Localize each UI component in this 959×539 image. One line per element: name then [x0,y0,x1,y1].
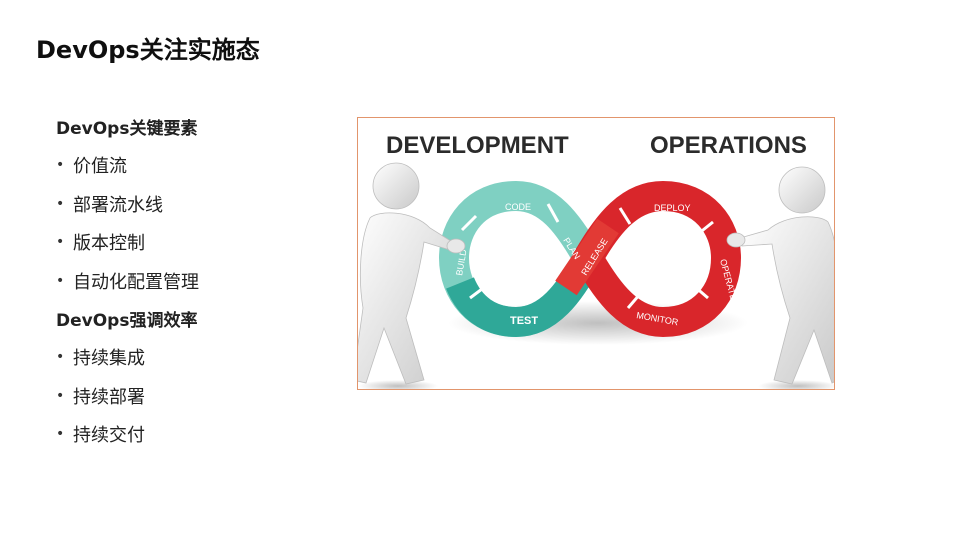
development-title: DEVELOPMENT [386,132,569,159]
ops-arrow-divider [626,293,642,309]
content-list: DevOps关键要素 • 价值流 • 部署流水线 • 版本控制 • 自动化配置管理 De… [56,115,336,461]
release-band [555,218,619,296]
left-person-figure [358,162,466,389]
list-item: • 自动化配置管理 [56,269,336,308]
slide-title: DevOps关注实施态 [36,36,260,64]
devops-infinity-diagram: DEVELOPMENT OPERATIONS CODE PLAN BUILD [358,132,834,389]
bullet-icon: • [56,157,65,173]
list-item: • 部署流水线 [56,192,336,231]
bullet-icon: • [56,387,65,404]
list-item: • 价值流 [56,153,336,192]
ops-arrow-divider [693,284,709,300]
bullet-icon: • [56,426,65,442]
list-item-text: 价值流 [73,156,127,177]
bullet-icon: • [56,234,65,250]
bullet-icon: • [56,195,65,212]
list-item: • 持续交付 [56,422,336,461]
bullet-icon: • [56,349,65,365]
list-item-text: 持续部署 [73,386,145,408]
stage-label-code: CODE [505,202,531,212]
section-heading-efficiency: DevOps强调效率 [56,311,198,331]
list-item-text: 持续交付 [73,425,145,446]
list-item-text: 部署流水线 [73,194,163,216]
section-heading-key-elements: DevOps关键要素 [56,119,198,139]
list-item: • 持续集成 [56,345,336,384]
dev-arrow-divider [460,214,478,232]
right-person-figure [726,166,834,389]
dev-arrow-divider [469,284,487,300]
list-item-text: 自动化配置管理 [73,271,199,293]
stage-label-deploy: DEPLOY [654,203,691,213]
ops-loop [570,180,742,338]
bullet-icon: • [56,272,65,289]
list-item: • 持续部署 [56,384,336,423]
ops-loop-band [570,180,742,338]
ops-arrow-divider [697,220,714,236]
stage-label-test: TEST [510,315,538,327]
dev-arrow-divider [546,203,560,223]
list-item-text: 版本控制 [73,233,145,254]
list-item: • 版本控制 [56,230,336,269]
dev-loop [438,180,606,338]
ops-arrow-divider [618,207,632,225]
list-item-text: 持续集成 [73,348,145,369]
operations-title: OPERATIONS [650,132,807,159]
stage-label-build: BUILD [454,248,469,276]
devops-infinity-figure: DEVELOPMENT OPERATIONS CODE PLAN BUILD [357,117,835,390]
